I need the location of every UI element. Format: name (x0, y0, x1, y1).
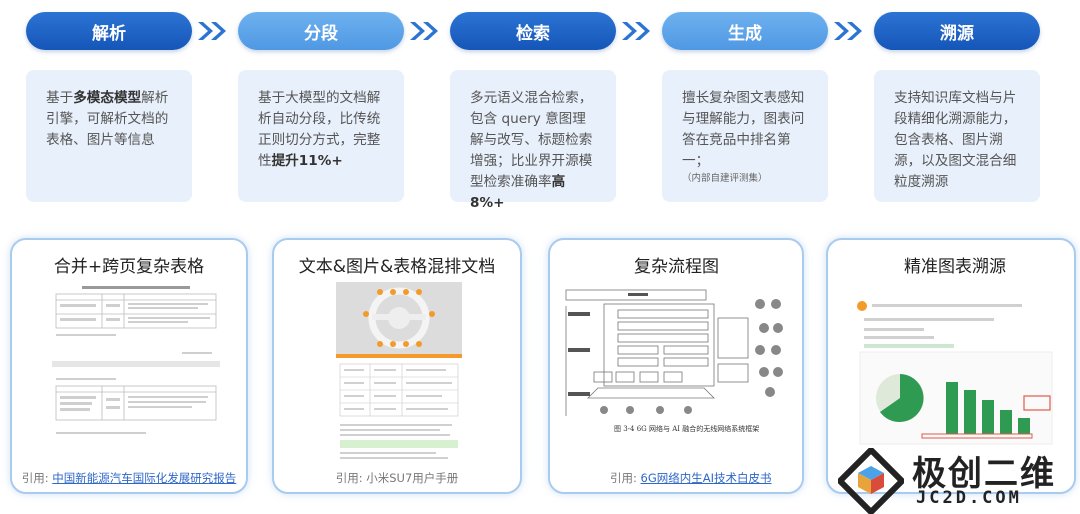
double-chevron-icon (620, 18, 654, 44)
card-title: 复杂流程图 (634, 257, 719, 277)
citation-link[interactable]: 中国新能源汽车国际化发展研究报告 (52, 471, 237, 485)
double-chevron-icon (408, 18, 442, 44)
flowchart-caption: 图 3-4 6G 网络与 AI 融合的无线网络系统框架 (614, 425, 760, 433)
step-trace: 溯源 (874, 12, 1040, 50)
citation-link: 小米SU7用户手册 (366, 471, 459, 485)
card-complex-table: 合并+跨页复杂表格 (10, 238, 248, 494)
logo-url: JC2D.COM (916, 488, 1022, 508)
card-complex-flowchart: 复杂流程图 (548, 238, 804, 494)
citation: 引用: 中国新能源汽车国际化发展研究报告 (21, 471, 237, 485)
step-parse: 解析 (26, 12, 192, 50)
double-chevron-icon (832, 18, 866, 44)
card-title: 精准图表溯源 (904, 257, 1006, 277)
citation-link[interactable]: 6G网络内生AI技术白皮书 (640, 471, 772, 485)
step-segment: 分段 (238, 12, 404, 50)
manual-document-thumbnail (336, 282, 462, 466)
chart-trace-thumbnail (854, 298, 1058, 448)
step-generate: 生成 (662, 12, 828, 50)
card-mixed-document: 文本&图片&表格混排文档 (272, 238, 522, 494)
desc-search: 多元语义混合检索，包含 query 意图理解与改写、标题检索增强；比业界开源模型… (450, 70, 616, 211)
citation: 引用: 6G网络内生AI技术白皮书 (610, 471, 772, 485)
card-title: 文本&图片&表格混排文档 (298, 257, 496, 277)
desc-parse: 基于多模态模型解析引擎，可解析文档的表格、图片等信息 (26, 70, 192, 202)
table-document-thumbnail (52, 282, 220, 464)
desc-trace: 支持知识库文档与片段精细化溯源能力，包含表格、图片溯源，以及图文混合细粒度溯源 (874, 70, 1040, 202)
step-search: 检索 (450, 12, 616, 50)
desc-generate: 擅长复杂图文表感知与理解能力，图表问答在竞品中排名第一； （内部自建评测集） (662, 70, 828, 202)
logo-name: 极创二维 (912, 454, 1056, 494)
card-title: 合并+跨页复杂表格 (53, 257, 205, 277)
cube-logo-icon (838, 448, 904, 514)
citation: 引用: 小米SU7用户手册 (335, 471, 459, 485)
desc-segment: 基于大模型的文档解析自动分段，比传统正则切分方式，完整性提升11%+ (238, 70, 404, 202)
flowchart-thumbnail: 图 3-4 6G 网络与 AI 融合的无线网络系统框架 (564, 288, 792, 438)
double-chevron-icon (196, 18, 230, 44)
